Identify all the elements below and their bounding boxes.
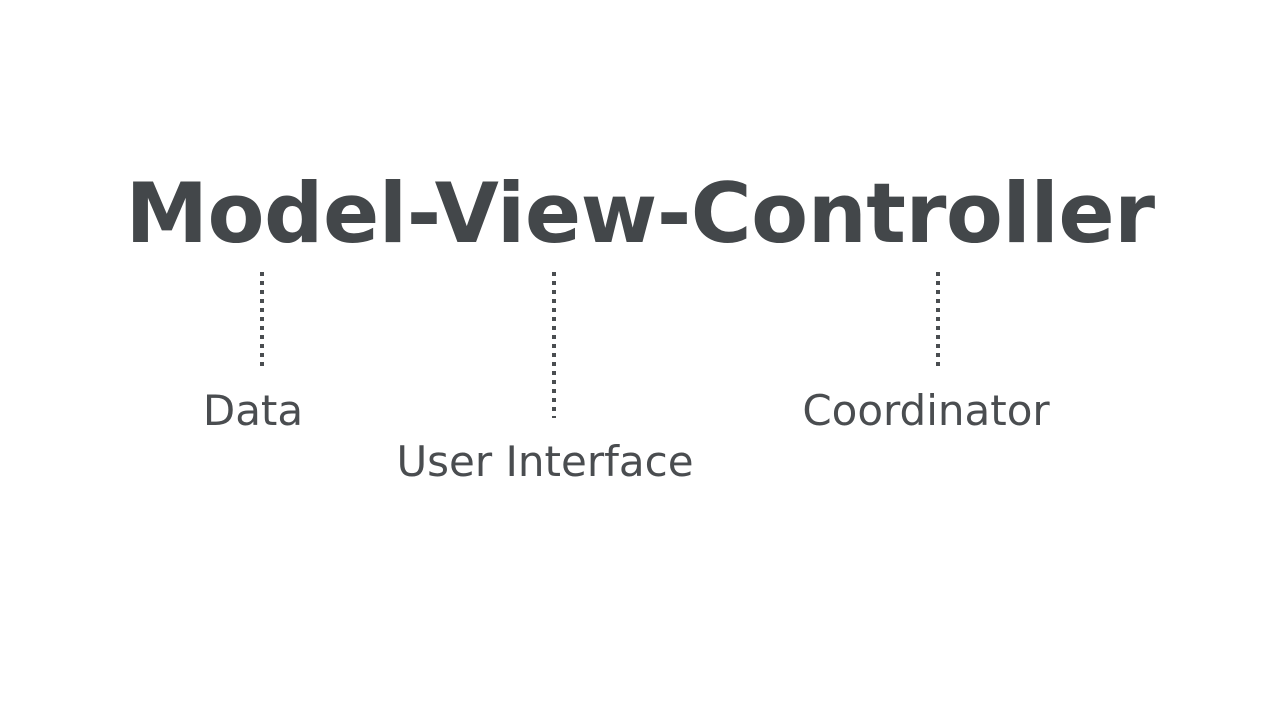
page-title: Model-View-Controller — [125, 165, 1155, 262]
label-coordinator: Coordinator — [802, 386, 1050, 435]
model-connector-line — [260, 272, 264, 368]
label-data: Data — [202, 386, 304, 435]
controller-connector-line — [936, 272, 940, 368]
label-user-interface: User Interface — [396, 437, 694, 486]
view-connector-line — [552, 272, 556, 418]
